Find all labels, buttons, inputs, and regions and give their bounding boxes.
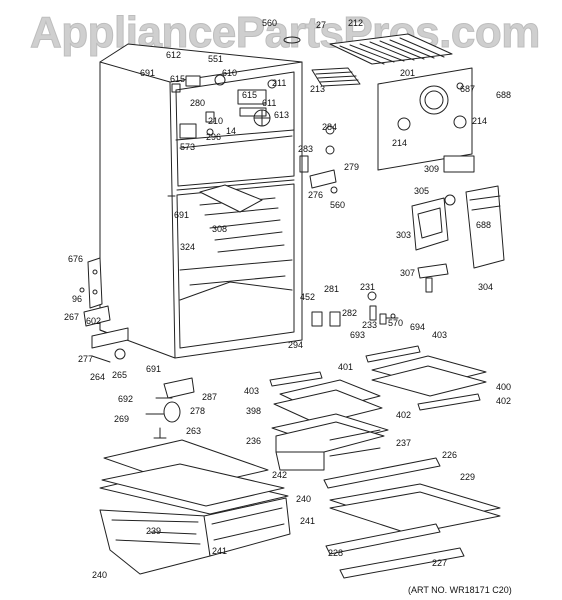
- part-label-692: 692: [118, 394, 133, 404]
- part-label-287: 287: [202, 392, 217, 402]
- part-label-303: 303: [396, 230, 411, 240]
- part-label-242: 242: [272, 470, 287, 480]
- part-label-278: 278: [190, 406, 205, 416]
- part-label-241: 241: [212, 546, 227, 556]
- part-label-282: 282: [342, 308, 357, 318]
- cabinet: [99, 43, 303, 359]
- part-label-694: 694: [410, 322, 425, 332]
- part-label-231: 231: [360, 282, 375, 292]
- part-label-691: 691: [146, 364, 161, 374]
- part-label-269: 269: [114, 414, 129, 424]
- freezer-shelf: [283, 33, 453, 87]
- part-label-688: 688: [476, 220, 491, 230]
- part-label-210: 210: [208, 116, 223, 126]
- part-label-309: 309: [424, 164, 439, 174]
- part-label-241: 241: [300, 516, 315, 526]
- part-label-687: 687: [460, 84, 475, 94]
- part-label-324: 324: [180, 242, 195, 252]
- part-label-14: 14: [226, 126, 236, 136]
- part-label-214: 214: [472, 116, 487, 126]
- part-label-201: 201: [400, 68, 415, 78]
- part-label-615: 615: [170, 74, 185, 84]
- part-label-233: 233: [362, 320, 377, 330]
- part-label-691: 691: [174, 210, 189, 220]
- part-label-560: 560: [262, 18, 277, 28]
- part-label-284: 284: [322, 122, 337, 132]
- part-label-403: 403: [432, 330, 447, 340]
- part-label-228: 228: [328, 548, 343, 558]
- part-label-688: 688: [496, 90, 511, 100]
- part-label-276: 276: [308, 190, 323, 200]
- side-bracket: [79, 257, 129, 363]
- hinge-parts: [299, 125, 399, 327]
- part-label-400: 400: [496, 382, 511, 392]
- part-label-229: 229: [460, 472, 475, 482]
- control-housing: [411, 185, 505, 293]
- part-label-602: 602: [86, 316, 101, 326]
- part-label-240: 240: [296, 494, 311, 504]
- part-label-264: 264: [90, 372, 105, 382]
- part-label-239: 239: [146, 526, 161, 536]
- part-label-27: 27: [316, 20, 326, 30]
- part-label-283: 283: [298, 144, 313, 154]
- part-label-611: 611: [262, 98, 276, 108]
- part-label-226: 226: [442, 450, 457, 460]
- part-label-305: 305: [414, 186, 429, 196]
- part-label-452: 452: [300, 292, 315, 302]
- part-label-573: 573: [180, 142, 195, 152]
- part-label-227: 227: [432, 558, 447, 568]
- part-label-612: 612: [166, 50, 181, 60]
- part-label-294: 294: [288, 340, 303, 350]
- part-label-213: 213: [310, 84, 325, 94]
- crisper-assembly: [271, 413, 389, 471]
- part-label-613: 613: [274, 110, 289, 120]
- part-label-281: 281: [324, 284, 339, 294]
- part-label-570: 570: [388, 318, 403, 328]
- crisper-drawers: [99, 439, 291, 575]
- part-label-279: 279: [344, 162, 359, 172]
- callout-labels: 560 27 212 612 551 691 615 610 211 213 201 688 687 61…: [64, 18, 511, 580]
- part-label-96: 96: [72, 294, 82, 304]
- part-label-691: 691: [140, 68, 155, 78]
- part-label-307: 307: [400, 268, 415, 278]
- part-label-304: 304: [478, 282, 493, 292]
- art-number: (ART NO. WR18171 C20): [408, 585, 512, 595]
- part-label-560: 560: [330, 200, 345, 210]
- part-label-615: 615: [242, 90, 257, 100]
- part-label-265: 265: [112, 370, 127, 380]
- part-label-212: 212: [348, 18, 363, 28]
- part-label-551: 551: [208, 54, 223, 64]
- part-label-308: 308: [212, 224, 227, 234]
- part-label-211: 211: [272, 78, 286, 88]
- part-label-296: 296: [206, 132, 221, 142]
- freezer-components: [171, 74, 277, 139]
- part-label-402: 402: [396, 410, 411, 420]
- part-label-693: 693: [350, 330, 365, 340]
- part-label-676: 676: [68, 254, 83, 264]
- watermark-logo: AppliancePartsPros.com: [30, 8, 541, 58]
- part-label-398: 398: [246, 406, 261, 416]
- part-label-401: 401: [338, 362, 353, 372]
- part-label-267: 267: [64, 312, 79, 322]
- part-label-402: 402: [496, 396, 511, 406]
- part-label-236: 236: [246, 436, 261, 446]
- evaporator-cover: [377, 67, 475, 173]
- part-label-214: 214: [392, 138, 407, 148]
- part-label-403: 403: [244, 386, 259, 396]
- part-label-277: 277: [78, 354, 93, 364]
- part-label-610: 610: [222, 68, 237, 78]
- part-label-240: 240: [92, 570, 107, 580]
- part-label-263: 263: [186, 426, 201, 436]
- part-label-280: 280: [190, 98, 205, 108]
- part-label-237: 237: [396, 438, 411, 448]
- leveling-parts: [145, 377, 195, 439]
- lower-shelf: [323, 457, 501, 579]
- fresh-food-shelves: [269, 345, 487, 425]
